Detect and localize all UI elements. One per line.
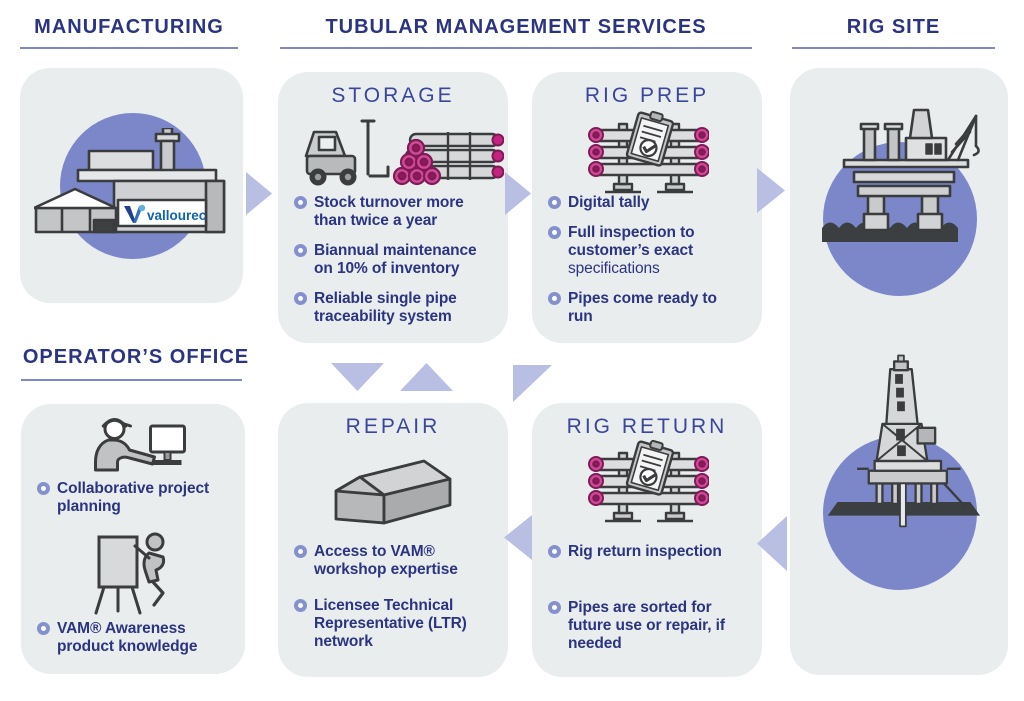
bullet-ring-icon: [548, 291, 561, 305]
list-item: Rig return inspection: [548, 543, 756, 561]
header-operators-office-underline: [21, 379, 242, 381]
bullet-ring-icon: [548, 545, 561, 558]
arrow-rig-prep-to-rig-site: [757, 168, 785, 213]
vallourec-wordmark: vallourec: [147, 208, 207, 223]
worker-at-computer-icon: [94, 418, 186, 472]
arrow-storage-to-repair: [331, 363, 384, 391]
bullet-ring-icon: [548, 196, 561, 209]
header-services: TUBULAR MANAGEMENT SERVICES: [325, 16, 707, 38]
storage-bullet-1: Stock turnover more than twice a year: [314, 194, 464, 229]
pipe-rack-clipboard-icon: [588, 439, 709, 523]
rig-prep-bullet-2-regular: specifications: [568, 259, 660, 277]
bullet-ring-icon: [37, 482, 50, 495]
rig-prep-bullet-3: Pipes come ready to run: [568, 289, 717, 325]
operator-bullets-bottom: VAM® Awareness product knowledge: [37, 620, 239, 668]
rig-prep-title: RIG PREP: [584, 84, 710, 107]
arrow-rig-return-to-repair: [504, 515, 532, 560]
arrow-repair-to-storage: [400, 363, 453, 391]
list-item: Reliable single pipe traceability system: [294, 290, 502, 326]
card-rig-prep: RIG PREP: [532, 72, 762, 343]
rig-return-bullets: Rig return inspection Pipes are sorted f…: [548, 543, 756, 665]
list-item: Pipes are sorted for future use or repai…: [548, 599, 756, 653]
bullet-ring-icon: [37, 622, 50, 635]
operator-bullet-2: VAM® Awareness product knowledge: [57, 620, 198, 655]
arrow-storage-to-rig-prep: [505, 172, 531, 215]
storage-bullet-2: Biannual maintenance on 10% of inventory: [314, 241, 477, 277]
card-storage: STORAGE: [278, 72, 508, 343]
operator-bullet-1: Collaborative project planning: [57, 480, 210, 515]
pipe-bundle-icon: [392, 132, 504, 186]
list-item: Collaborative project planning: [37, 480, 239, 516]
forklift-icon: [304, 119, 390, 186]
arrow-rig-prep-to-rig-return: [513, 365, 552, 402]
card-rig-return: RIG RETURN: [532, 403, 762, 677]
header-operators-office: OPERATOR’S OFFICE: [22, 346, 250, 368]
header-services-underline: [280, 47, 752, 49]
card-repair: REPAIR Access to VAM® workshop expertise…: [278, 403, 508, 677]
card-manufacturing: vallourec: [20, 68, 243, 303]
repair-bullet-1: Access to VAM® workshop expertise: [314, 543, 458, 578]
bullet-ring-icon: [294, 598, 307, 612]
list-item: Pipes come ready to run: [548, 290, 756, 326]
rig-prep-bullet-2: Full inspection to customer’s exact spec…: [568, 224, 740, 278]
factory-icon: vallourec: [34, 128, 226, 234]
repair-bullets: Access to VAM® workshop expertise Licens…: [294, 543, 502, 663]
repair-title: REPAIR: [345, 415, 441, 438]
workshop-shed-icon: [334, 459, 452, 525]
operator-bullets-top: Collaborative project planning: [37, 480, 239, 528]
list-item: Full inspection to customer’s exact spec…: [548, 224, 756, 278]
vallourec-logo: vallourec: [124, 204, 207, 223]
storage-bullets: Stock turnover more than twice a year Bi…: [294, 194, 502, 338]
bullet-ring-icon: [294, 545, 307, 558]
land-rig-icon: [827, 354, 981, 528]
pipe-rack-clipboard-icon: [588, 110, 709, 194]
presenter-flipchart-icon: [94, 532, 166, 615]
card-operators-office: Collaborative project planning VAM® Awar…: [21, 404, 245, 674]
list-item: Licensee Technical Representative (LTR) …: [294, 597, 502, 651]
header-manufacturing-underline: [20, 47, 238, 49]
arrow-manufacturing-to-storage: [246, 172, 272, 215]
bullet-ring-icon: [548, 225, 561, 239]
bullet-ring-icon: [294, 196, 307, 209]
header-rig-site-underline: [792, 47, 995, 49]
list-item: Access to VAM® workshop expertise: [294, 543, 502, 579]
header-manufacturing: MANUFACTURING: [34, 16, 224, 38]
rig-prep-bullets: Digital tally Full inspection to custome…: [548, 194, 756, 338]
rig-prep-bullet-1: Digital tally: [568, 194, 650, 211]
card-rig-site: [790, 68, 1008, 675]
bullet-ring-icon: [548, 600, 561, 614]
rig-return-bullet-2: Pipes are sorted for future use or repai…: [568, 598, 725, 652]
storage-title: STORAGE: [331, 84, 455, 107]
list-item: Stock turnover more than twice a year: [294, 194, 502, 230]
list-item: VAM® Awareness product knowledge: [37, 620, 239, 656]
header-rig-site: RIG SITE: [846, 16, 941, 38]
rig-prep-bullet-2-bold: Full inspection to customer’s exact: [568, 223, 695, 259]
list-item: Digital tally: [548, 194, 756, 212]
list-item: Biannual maintenance on 10% of inventory: [294, 242, 502, 278]
bullet-ring-icon: [294, 243, 307, 257]
storage-bullet-3: Reliable single pipe traceability system: [314, 289, 457, 325]
offshore-platform-icon: [822, 108, 980, 242]
rig-return-title: RIG RETURN: [566, 415, 728, 438]
rig-return-bullet-1: Rig return inspection: [568, 543, 722, 560]
repair-bullet-2: Licensee Technical Representative (LTR) …: [314, 596, 467, 650]
bullet-ring-icon: [294, 291, 307, 305]
